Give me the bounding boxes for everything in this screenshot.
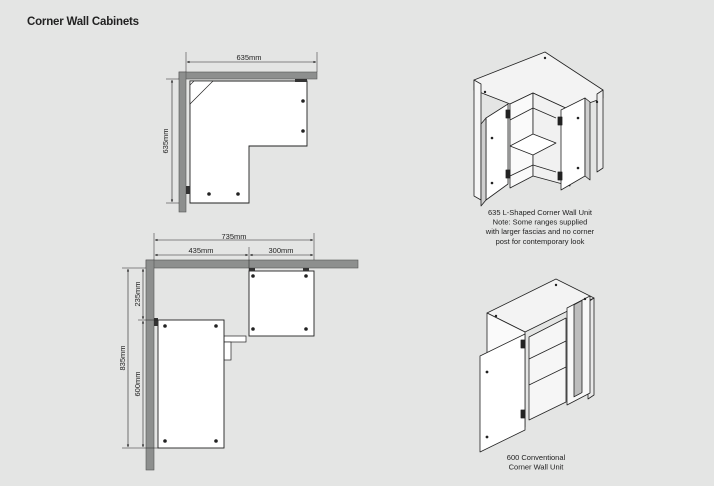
dim-upper-depth: 235mm	[133, 281, 142, 306]
wall-side-2	[145, 259, 155, 471]
dim-right-width: 300mm	[268, 246, 293, 255]
lshaped-cabinet-plan	[189, 80, 308, 204]
conventional-caption-line-1: 600 Conventional	[507, 453, 566, 462]
conventional-unit-illustration	[479, 278, 595, 453]
dim-lower-depth: 600mm	[133, 371, 142, 396]
lshaped-caption-line-3: with larger fascias and no corner	[485, 227, 595, 236]
cabinet-right	[248, 270, 315, 337]
conventional-caption-line-2: Corner Wall Unit	[509, 463, 565, 472]
dim-left-width: 435mm	[188, 246, 213, 255]
lshaped-caption-line-2: Note: Some ranges supplied	[493, 218, 588, 227]
dim-top-depth: 635mm	[161, 128, 170, 153]
wall-back	[178, 71, 318, 80]
wall-side	[178, 71, 187, 213]
plan-bottom-conventional: 735mm 435mm 300mm 835mm 235mm 600mm	[118, 232, 359, 471]
lshaped-unit-illustration	[473, 51, 604, 207]
plan-top-lshaped: 635mm 635mm	[161, 52, 318, 213]
lshaped-caption-line-1: 635 L-Shaped Corner Wall Unit	[488, 208, 593, 217]
dim-top-width: 635mm	[236, 53, 261, 62]
page-title: Corner Wall Cabinets	[27, 16, 139, 28]
cabinet-left	[157, 319, 225, 449]
wall-back-2	[145, 259, 359, 269]
lshaped-caption-line-4: post for contemporary look	[496, 237, 585, 246]
dim-overall-depth: 835mm	[118, 345, 127, 370]
dim-overall-width: 735mm	[221, 232, 246, 241]
